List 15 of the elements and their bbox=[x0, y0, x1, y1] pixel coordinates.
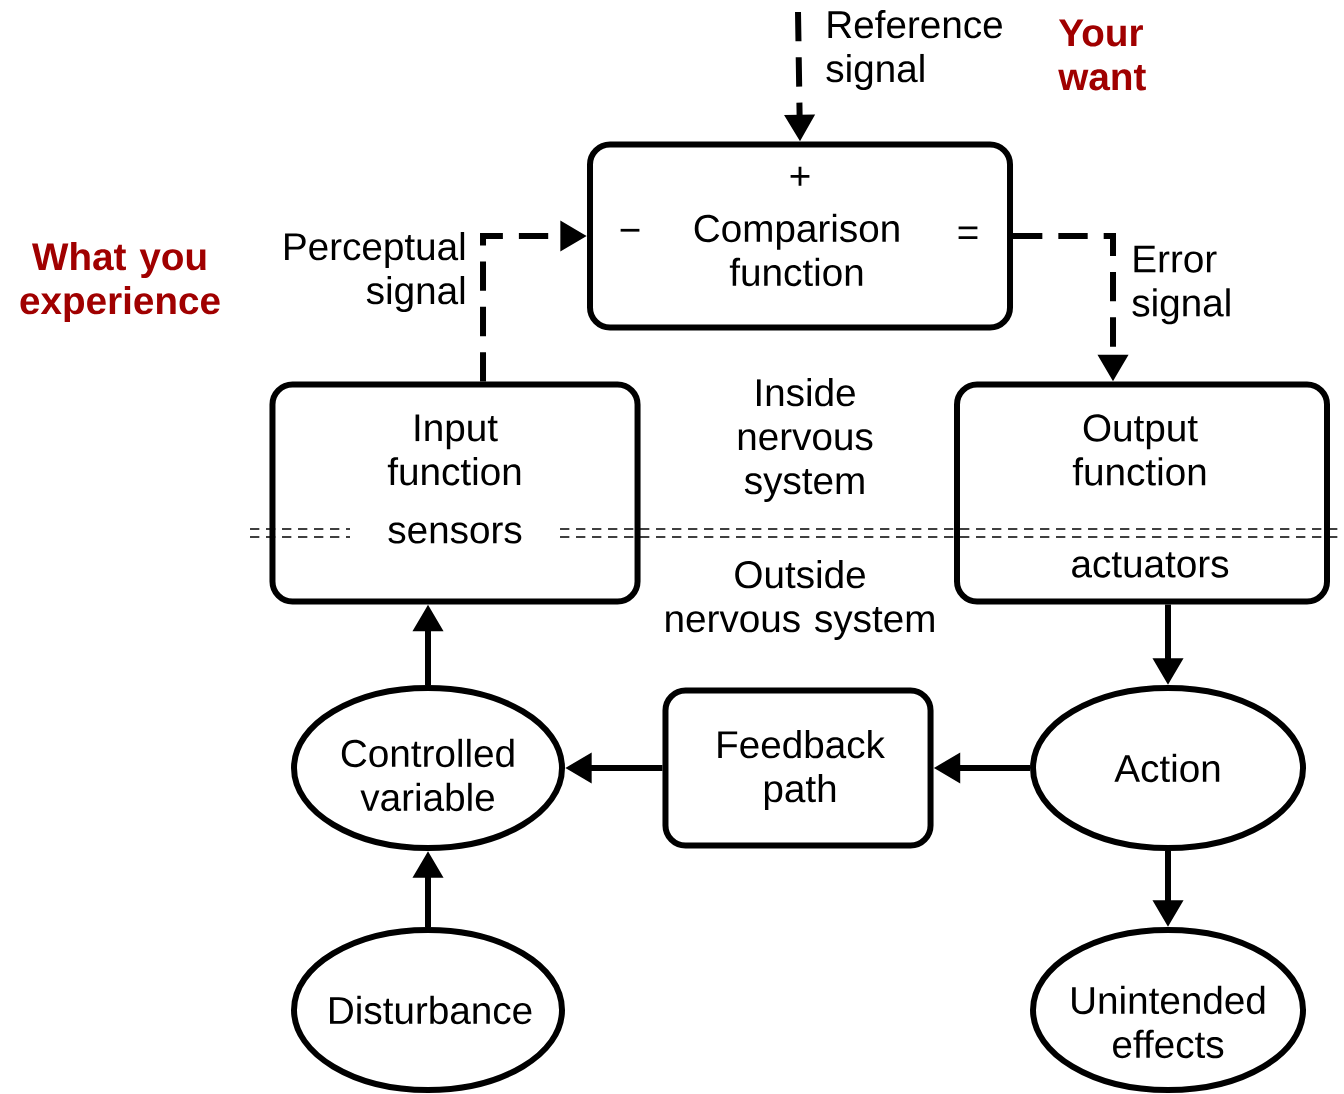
note-text: What you experience bbox=[20, 241, 220, 322]
edge-label: Error signal bbox=[1132, 245, 1230, 325]
region-label: Outside nervous system bbox=[666, 559, 934, 640]
process-box: Input function sensors bbox=[269, 381, 641, 605]
oval-node: Disturbance bbox=[291, 927, 565, 1093]
note-text: Your want bbox=[1058, 19, 1146, 91]
region-label: Inside nervous system bbox=[738, 377, 873, 502]
oval-node: Unintended effects bbox=[1030, 927, 1306, 1093]
oval-node: Controlled variable bbox=[291, 685, 565, 851]
edge-label: Perceptual signal bbox=[285, 231, 465, 312]
process-box: Output function actuators bbox=[954, 381, 1330, 605]
edge-label: Reference signal bbox=[826, 10, 1002, 90]
oval-node: Action bbox=[1030, 685, 1306, 851]
process-box: Feedback path bbox=[662, 687, 934, 849]
process-box: + − Comparison function = bbox=[587, 141, 1013, 331]
